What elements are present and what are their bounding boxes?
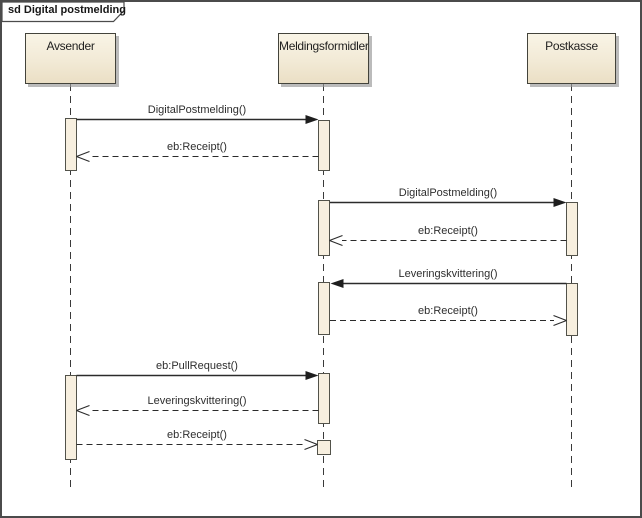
open-arrowhead-icon xyxy=(553,314,567,322)
filled-arrowhead-icon xyxy=(553,198,567,207)
actor-name: Meldingsformidler xyxy=(279,39,369,53)
activation-meldingsformidler-3 xyxy=(318,282,330,335)
message-arrows xyxy=(76,115,567,451)
actor-name: Avsender xyxy=(46,39,95,53)
filled-arrowhead-icon xyxy=(305,115,319,124)
message-label-1: DigitalPostmelding() xyxy=(147,104,247,116)
message-label-8: Leveringskvittering() xyxy=(147,395,247,407)
activation-meldingsformidler-4 xyxy=(318,373,330,424)
activation-avsender-2 xyxy=(65,375,77,460)
filled-arrowhead-icon xyxy=(305,371,319,380)
frame-title: sd Digital postmelding xyxy=(8,4,126,16)
open-arrowhead-icon xyxy=(76,404,90,412)
actor-box-postkasse: Postkasse xyxy=(527,33,616,84)
message-arrow-5-sync xyxy=(330,279,567,288)
actor-name: Postkasse xyxy=(545,39,598,53)
activation-postkasse-2 xyxy=(566,283,578,336)
activation-bars xyxy=(65,118,578,460)
message-arrow-1-sync xyxy=(76,115,319,124)
activation-avsender-1 xyxy=(65,118,77,171)
message-arrow-9-reply xyxy=(76,438,318,451)
message-label-5: Leveringskvittering() xyxy=(398,268,498,280)
frame-title-tab xyxy=(1,1,125,23)
message-label-6: eb:Receipt() xyxy=(418,305,478,317)
message-label-9: eb:Receipt() xyxy=(167,429,227,441)
activation-meldingsformidler-2 xyxy=(318,200,330,256)
message-arrow-7-sync xyxy=(76,371,319,380)
message-arrow-8-reply xyxy=(76,404,319,417)
open-arrowhead-icon xyxy=(76,150,90,158)
open-arrowhead-icon xyxy=(304,438,318,446)
message-label-3: DigitalPostmelding() xyxy=(398,187,498,199)
message-arrow-6-reply xyxy=(330,314,567,327)
message-arrow-2-reply xyxy=(76,150,319,163)
filled-arrowhead-icon xyxy=(330,279,344,288)
actor-box-avsender: Avsender xyxy=(25,33,116,84)
message-arrow-3-sync xyxy=(330,198,567,207)
message-label-7: eb:PullRequest() xyxy=(156,360,238,372)
activation-meldingsformidler-1 xyxy=(318,120,330,171)
message-label-4: eb:Receipt() xyxy=(418,225,478,237)
activation-meldingsformidler-5 xyxy=(317,440,331,455)
activation-postkasse-1 xyxy=(566,202,578,256)
message-label-2: eb:Receipt() xyxy=(167,141,227,153)
open-arrowhead-icon xyxy=(329,234,343,242)
actor-box-meldingsformidler: Meldingsformidler xyxy=(278,33,369,84)
message-arrow-4-reply xyxy=(329,234,567,247)
